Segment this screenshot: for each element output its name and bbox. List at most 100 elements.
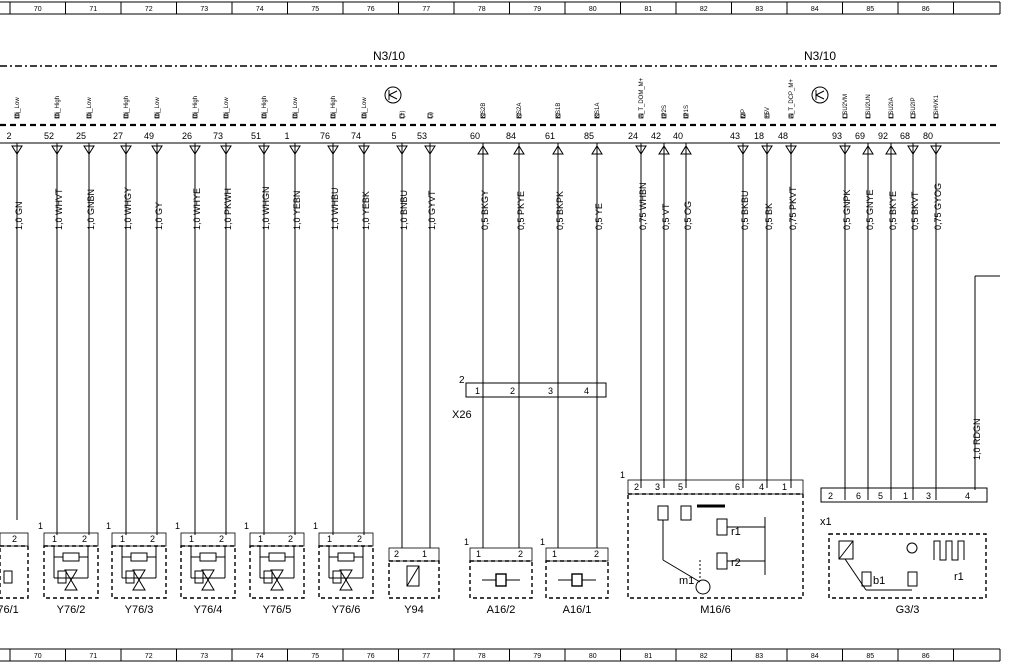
piezo-icon [495,573,507,587]
component-part-label: b1 [873,575,885,587]
component-number: 1 [620,470,625,480]
pin-number: 69 [855,131,865,141]
component-pin: 1 [422,549,427,559]
pin-terminal [594,113,600,119]
control-unit-label-left: N3/10 [373,49,405,63]
pin-signal-label: A_T_DCP_M+ [789,79,795,118]
component-pin: 1 [52,534,57,544]
pin-number: 52 [44,131,54,141]
wire-label: 0,5 BKPK [555,191,565,230]
grid-column-label: 80 [589,653,597,660]
pin-terminal [480,113,486,119]
pin-number: 93 [832,131,842,141]
component-number: 1 [38,521,43,531]
pin-number: 27 [113,131,123,141]
pin-signal-label: LSHVK1 [934,94,940,118]
connector-label: X26 [452,409,472,421]
pin-terminal [842,113,848,119]
connector-pin: 2 [510,386,515,396]
resistor-icon [716,552,728,570]
inner-wire [844,558,867,591]
wire-label: 0,5 GNYE [865,189,875,230]
pin-signal-label: LSU2UN [866,94,872,118]
connector-pin: 5 [878,491,883,501]
sensor-element-icon [838,540,854,560]
pin-terminal [330,113,336,119]
wire-label: 0,5 PKYE [516,191,526,230]
grid-column-label: 78 [478,6,486,13]
control-unit-label-right: N3/10 [804,49,836,63]
valve-icon [64,579,78,591]
connector-x1: x1 2 6 5 1 3 4 [820,487,988,528]
wire-label: 1,0 WHVT [54,188,64,230]
coil-icon [3,570,13,584]
pin-signal-label: KS1B [556,103,562,118]
grid-column-label: 76 [367,6,375,13]
pin-terminal [910,113,916,119]
pin-number: 5 [391,131,396,141]
pin-terminal [740,113,746,119]
component-pin: 1 [782,482,787,492]
wire-label: 0,5 GNPK [842,189,852,230]
grid-column-label: 77 [422,653,430,660]
grid-column-label: 81 [644,653,652,660]
ground-icon [384,86,402,104]
pin-number: 68 [900,131,910,141]
pin-signal-label: Inj_Low [293,97,299,118]
wire-label: 0,75 WHBN [638,182,648,230]
resistor-icon [199,552,217,562]
pin-terminal [516,113,522,119]
component-label: Y76/3 [125,604,154,616]
wire-label: 1,0 WHBU [330,187,340,230]
inner-wire [662,559,701,583]
pin-number: 25 [76,131,86,141]
component-number: 1 [106,521,111,531]
connector-pin: 4 [965,491,970,501]
component-pin: 2 [594,549,599,559]
grid-column-label: 79 [533,653,541,660]
pin-number: 48 [778,131,788,141]
connector-pin: 6 [856,491,861,501]
pin-signal-label: Inj_High [262,96,268,118]
grid-column-label: 83 [755,653,763,660]
grid-column-label: 86 [922,6,930,13]
grid-column-label: 70 [34,6,42,13]
pin-signal-label: KS2A [517,103,523,118]
grid-column-label: 79 [533,6,541,13]
wire-label: 0,75 PKVT [788,186,798,230]
pin-signal-label: Inj_Low [362,97,368,118]
wire-label: 0,5 VT [661,203,671,230]
connector-pin: 2 [828,491,833,501]
wire-label: 1,0 BNBU [399,190,409,230]
connector-number: 2 [459,375,465,386]
component-label: Y76/5 [263,604,292,616]
component-label: Y76/4 [194,604,223,616]
pin-signal-label: Inj_High [124,96,130,118]
pin-terminal [788,113,794,119]
component-pin: 1 [552,549,557,559]
pin-number: 18 [754,131,764,141]
pin-number: 42 [651,131,661,141]
pin-number: 26 [182,131,192,141]
sensor-element-icon [838,540,854,560]
resistor-icon [716,518,728,536]
component-box [43,545,99,599]
pin-signal-label: MP [741,109,747,118]
connector-box [249,532,305,547]
component-pin: 2 [150,534,155,544]
component-label: Y76/6 [332,604,361,616]
pin-number: 43 [730,131,740,141]
wire-label-extra: 1,0 RDGN [972,418,982,460]
resistor-icon [657,505,669,521]
pin-signal-label: (-) [428,112,434,118]
valve-icon [339,569,353,581]
